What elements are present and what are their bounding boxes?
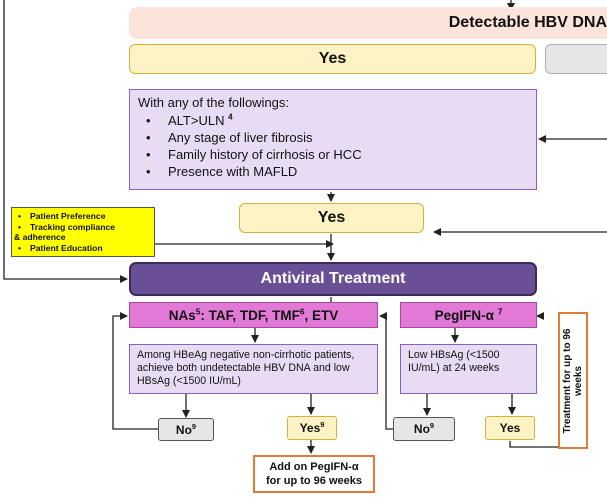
criteria-item: Family history of cirrhosis or HCC	[142, 146, 528, 163]
treatment-96-weeks-label: Treatment for up to 96 weeks	[562, 328, 584, 434]
header-label: Detectable HBV DNA	[448, 14, 607, 31]
antiviral-label: Antiviral Treatment	[260, 270, 406, 287]
criteria-box: With any of the followings: ALT>ULN 4 An…	[129, 89, 537, 190]
yes-left-label: Yes9	[299, 420, 325, 435]
criteria-list: ALT>ULN 4 Any stage of liver fibrosis Fa…	[138, 112, 528, 180]
criteria-item: ALT>ULN 4	[142, 112, 528, 129]
nas-label: NAs5: TAF, TDF, TMF6, ETV	[168, 306, 339, 323]
patient-factor-item: & adherence	[14, 232, 66, 243]
no-right-label: No9	[413, 421, 435, 436]
no-top-box	[545, 44, 607, 74]
antiviral-treatment-box: Antiviral Treatment	[129, 262, 537, 296]
no-left-label: No9	[175, 421, 197, 437]
add-on-label: Add on PegIFN-α for up to 96 weeks	[266, 461, 362, 487]
treatment-96-weeks-box: Treatment for up to 96 weeks	[558, 312, 588, 449]
nas-goal-box: Among HBeAg negative non-cirrhotic patie…	[129, 344, 378, 394]
criteria-item: Any stage of liver fibrosis	[142, 129, 528, 146]
yes-top-label: Yes	[318, 50, 347, 67]
criteria-title: With any of the followings:	[138, 95, 290, 110]
pegifn-label: PegIFN-α 7	[434, 306, 503, 323]
patient-factors-note: Patient Preference Tracking compliance &…	[11, 207, 155, 257]
no-left-box: No9	[158, 418, 214, 441]
yes-mid-box: Yes	[239, 203, 424, 233]
patient-factor-item: Patient Education	[14, 243, 152, 254]
patient-factor-item: Patient Preference	[14, 211, 152, 222]
pegifn-box: PegIFN-α 7	[400, 302, 537, 328]
detectable-hbv-dna-header: Detectable HBV DNA	[129, 7, 607, 39]
nas-goal-text: Among HBeAg negative non-cirrhotic patie…	[137, 349, 355, 388]
add-on-pegifn-box: Add on PegIFN-α for up to 96 weeks	[253, 455, 375, 493]
patient-factors-list: Patient Preference Tracking compliance &…	[14, 211, 152, 253]
yes-left-box: Yes9	[287, 416, 337, 440]
criteria-item: Presence with MAFLD	[142, 163, 528, 180]
patient-factor-item: Tracking compliance	[14, 222, 152, 233]
yes-mid-label: Yes	[317, 209, 346, 226]
peg-goal-text: Low HBsAg (<1500 IU/mL) at 24 weeks	[408, 349, 500, 375]
yes-top-box: Yes	[129, 44, 536, 74]
yes-right-box: Yes	[485, 416, 535, 440]
nas-box: NAs5: TAF, TDF, TMF6, ETV	[129, 302, 378, 328]
yes-right-label: Yes	[499, 421, 521, 435]
no-right-box: No9	[393, 417, 455, 441]
peg-goal-box: Low HBsAg (<1500 IU/mL) at 24 weeks	[400, 344, 537, 394]
